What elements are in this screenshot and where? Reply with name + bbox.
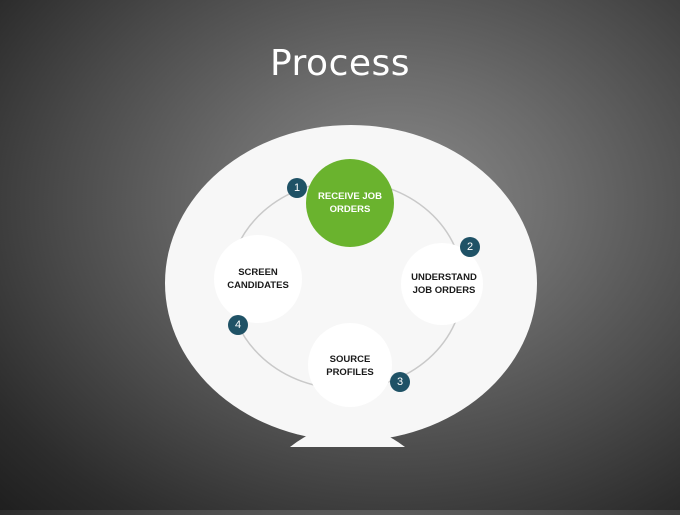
step-3-badge: [390, 372, 410, 392]
step-4-circle: [214, 235, 302, 323]
step-3-circle: [308, 323, 392, 407]
diagram-pedestal: [290, 425, 405, 447]
step-2-circle: [401, 243, 483, 325]
step-1-number: 1: [293, 182, 301, 194]
slide-title: Process: [269, 43, 411, 84]
step-2-label: UNDERSTAND JOB ORDERS: [411, 272, 477, 296]
step-4-label: SCREEN CANDIDATES: [227, 267, 289, 291]
step-4-badge: [228, 315, 248, 335]
step-1-badge: [287, 178, 307, 198]
step-3-label: SOURCE PROFILES: [326, 354, 374, 378]
step-1-label: RECEIVE JOB ORDERS: [318, 191, 382, 215]
step-2-number: 2: [466, 241, 474, 253]
step-1-circle: [306, 159, 394, 247]
diagram-plate: [165, 125, 537, 441]
step-3-number: 3: [396, 376, 404, 388]
step-2-badge: [460, 237, 480, 257]
step-4-number: 4: [234, 319, 242, 331]
